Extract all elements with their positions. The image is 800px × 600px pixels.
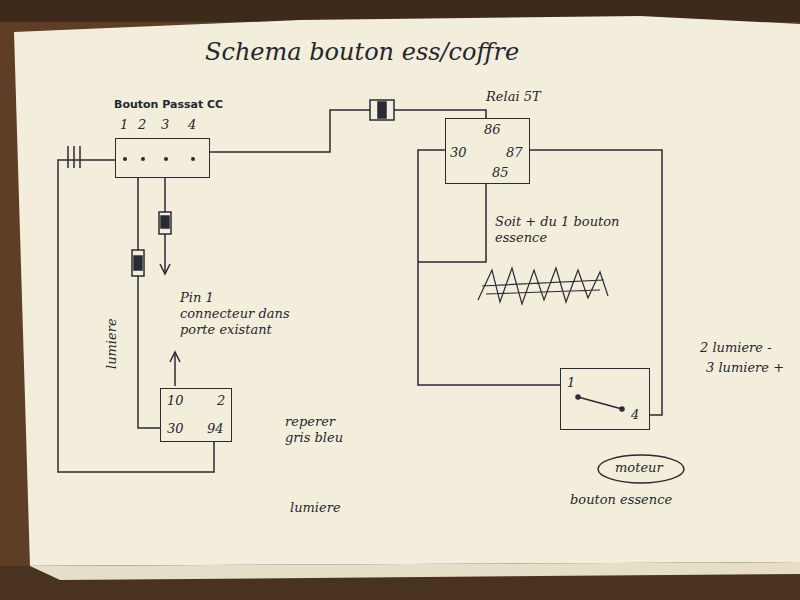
pin-number: 85 — [492, 165, 509, 181]
part-name: Bouton Passat CC — [114, 97, 223, 113]
pin-number: 2 — [138, 117, 146, 133]
note-text: reperer gris bleu — [285, 414, 355, 446]
pin-number: 86 — [484, 122, 501, 138]
switch-box: Bouton Passat CC1234 — [115, 138, 210, 178]
part-name: bouton essence — [570, 492, 672, 508]
pin-number: 4 — [188, 117, 196, 133]
note-text: Soit + du 1 bouton essence — [495, 214, 645, 246]
diagram-title: Schema bouton ess/coffre — [205, 38, 519, 66]
pin-number: 87 — [506, 145, 523, 161]
part-name: moteur — [615, 460, 663, 476]
note-text: Pin 1 connecteur dans porte existant — [180, 290, 292, 338]
pin-number: 94 — [207, 421, 224, 437]
wire-connector — [530, 150, 662, 415]
note-text: lumiere — [290, 500, 341, 516]
wire-connector — [138, 178, 160, 428]
part-name: Relai 5T — [486, 89, 541, 105]
pin-number: 10 — [167, 393, 184, 409]
pin-dot — [141, 157, 145, 161]
wire-label: lumiere — [104, 318, 120, 369]
note-text: 3 lumiere + — [706, 360, 784, 376]
pin-dot — [191, 157, 195, 161]
connector-box: 10 2 30 94 — [160, 388, 232, 442]
pin-number: 3 — [161, 117, 169, 133]
pin-number: 30 — [450, 145, 467, 161]
pin-number: 4 — [631, 407, 639, 423]
relay-box: Relai 5T86308785 — [445, 118, 530, 184]
pin-dot — [164, 157, 168, 161]
pin-number: 2 — [217, 393, 225, 409]
motor-ellipse: moteur — [597, 454, 685, 484]
pin-number: 1 — [120, 117, 128, 133]
wire-connector — [418, 150, 560, 385]
switch-box: 14 — [560, 368, 650, 430]
pin-number: 1 — [567, 375, 575, 391]
pin-dot — [123, 157, 127, 161]
note-text: 2 lumiere - — [700, 340, 772, 356]
pin-number: 30 — [167, 421, 184, 437]
